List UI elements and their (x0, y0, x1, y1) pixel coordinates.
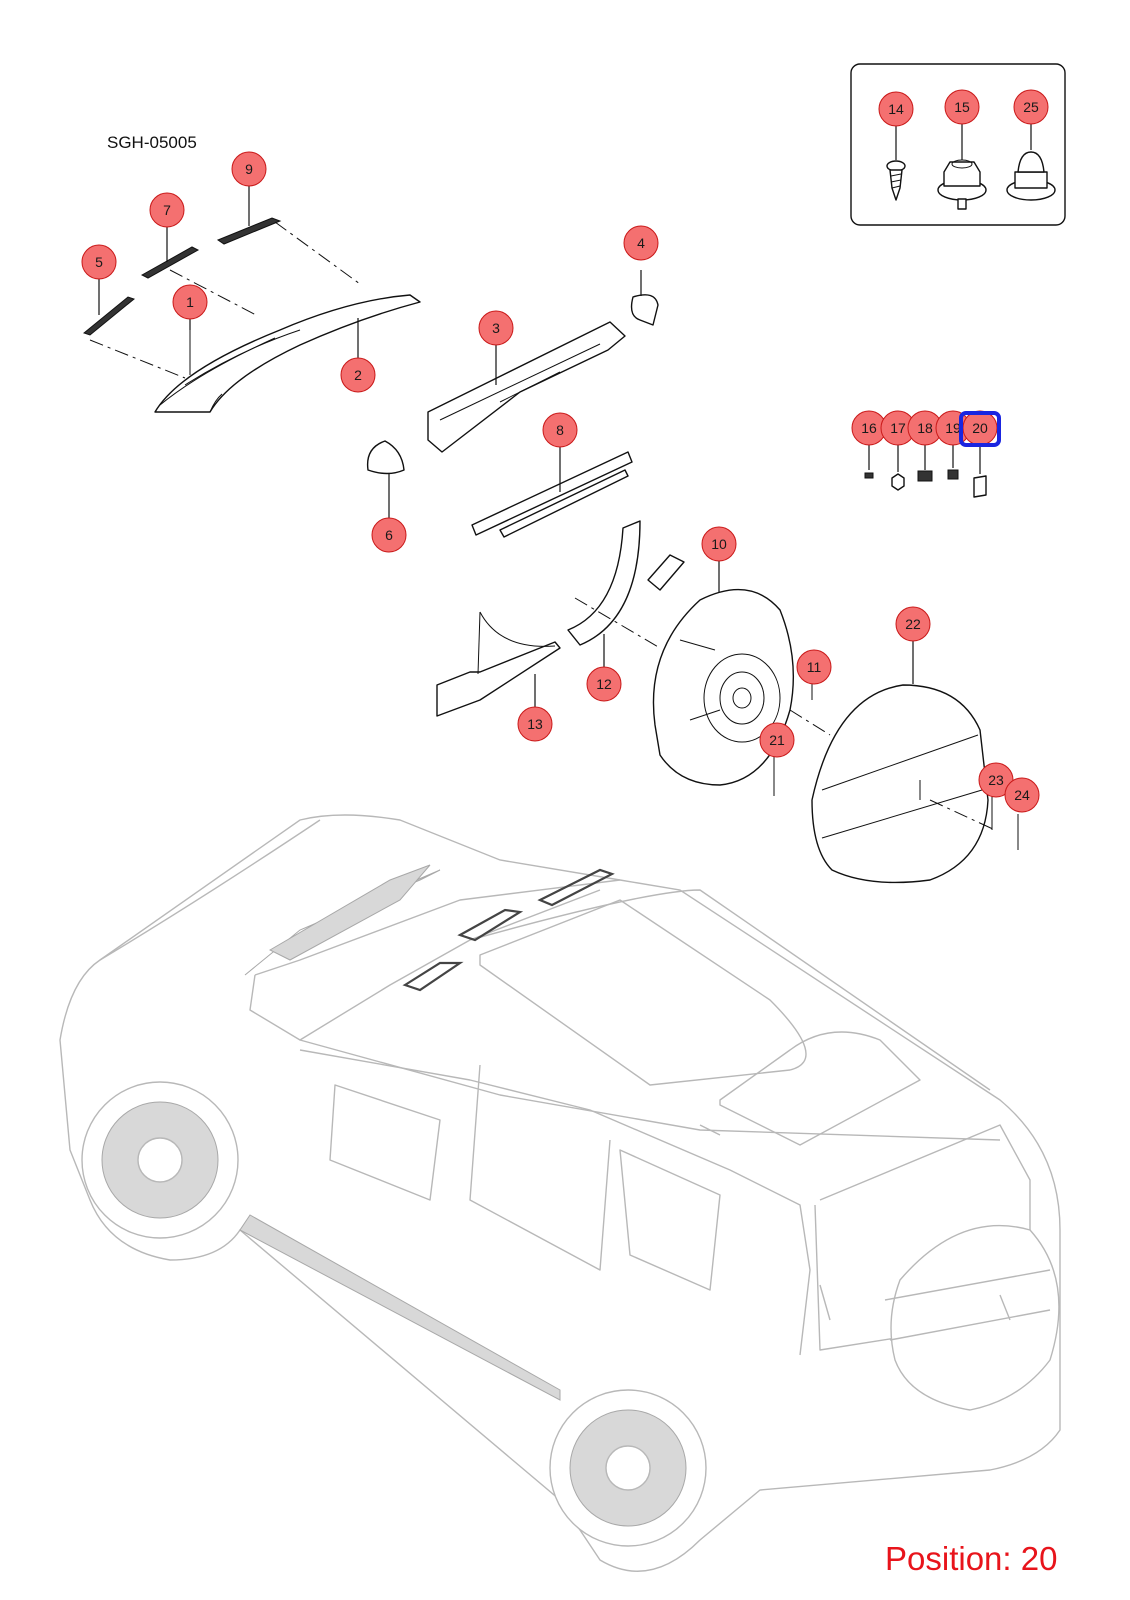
end-cap-part-6 (366, 440, 405, 475)
screw-part-14 (886, 160, 906, 201)
vehicle-overview-drawing (59, 814, 1061, 1572)
rear-panel-assembly (427, 321, 626, 453)
roof-spoiler-assembly (82, 217, 421, 413)
svg-text:22: 22 (905, 616, 921, 632)
end-cap-part-4 (630, 294, 659, 326)
svg-text:19: 19 (945, 420, 961, 436)
callout-16[interactable]: 16 (851, 410, 887, 470)
callout-6[interactable]: 6 (371, 474, 407, 553)
clip-part-20 (973, 475, 987, 498)
callout-9[interactable]: 9 (231, 151, 267, 226)
callout-18[interactable]: 18 (907, 410, 943, 470)
svg-text:15: 15 (954, 99, 970, 115)
svg-text:16: 16 (861, 420, 877, 436)
svg-text:24: 24 (1014, 787, 1030, 803)
svg-text:9: 9 (245, 161, 253, 177)
svg-text:18: 18 (917, 420, 933, 436)
svg-text:21: 21 (769, 732, 785, 748)
svg-text:11: 11 (807, 659, 822, 675)
svg-text:4: 4 (637, 235, 645, 251)
fastener-inset-box (850, 63, 1066, 226)
callout-24[interactable]: 24 (1004, 777, 1040, 813)
svg-text:13: 13 (527, 716, 543, 732)
callout-15[interactable]: 15 (944, 89, 980, 160)
callout-13[interactable]: 13 (517, 674, 553, 742)
svg-text:20: 20 (972, 420, 988, 436)
svg-text:17: 17 (890, 420, 906, 436)
svg-text:10: 10 (711, 536, 727, 552)
svg-text:2: 2 (354, 367, 362, 383)
callout-12[interactable]: 12 (586, 634, 622, 702)
svg-text:14: 14 (888, 101, 904, 117)
trim-strip-part-8 (471, 451, 633, 538)
spare-wheel-carrier-part-10 (652, 588, 831, 796)
cap-nut-part-25 (1006, 151, 1056, 201)
svg-text:8: 8 (556, 422, 564, 438)
svg-text:1: 1 (186, 294, 194, 310)
callout-25[interactable]: 25 (1013, 89, 1049, 150)
callout-7[interactable]: 7 (149, 192, 185, 262)
callout-5[interactable]: 5 (81, 244, 117, 315)
callout-8[interactable]: 8 (542, 412, 578, 492)
callout-21[interactable]: 21 (759, 722, 795, 758)
callout-14[interactable]: 14 (878, 91, 914, 160)
svg-text:5: 5 (95, 254, 103, 270)
callout-4[interactable]: 4 (623, 225, 659, 261)
position-label: Position: 20 (885, 1540, 1058, 1577)
callout-20-highlight-box (959, 411, 1001, 447)
callout-23[interactable]: 23 (978, 762, 1014, 798)
callout-3[interactable]: 3 (478, 310, 514, 385)
callout-20[interactable]: 20 (959, 410, 1001, 474)
svg-text:6: 6 (385, 527, 393, 543)
callout-22[interactable]: 22 (895, 606, 931, 684)
svg-text:12: 12 (596, 676, 612, 692)
flange-nut-part-15 (937, 159, 987, 210)
spare-wheel-cover-part-22 (811, 684, 1019, 884)
small-clips-group (864, 469, 987, 498)
callout-2[interactable]: 2 (340, 318, 376, 393)
callout-1[interactable]: 1 (172, 284, 208, 330)
svg-text:3: 3 (492, 320, 500, 336)
svg-text:23: 23 (988, 772, 1004, 788)
svg-text:25: 25 (1023, 99, 1039, 115)
callout-11[interactable]: 11 (796, 649, 832, 685)
svg-text:7: 7 (163, 202, 171, 218)
drawing-code-label: SGH-05005 (107, 133, 197, 152)
callout-10[interactable]: 10 (701, 526, 737, 592)
trim-panels-12-13 (436, 520, 685, 717)
